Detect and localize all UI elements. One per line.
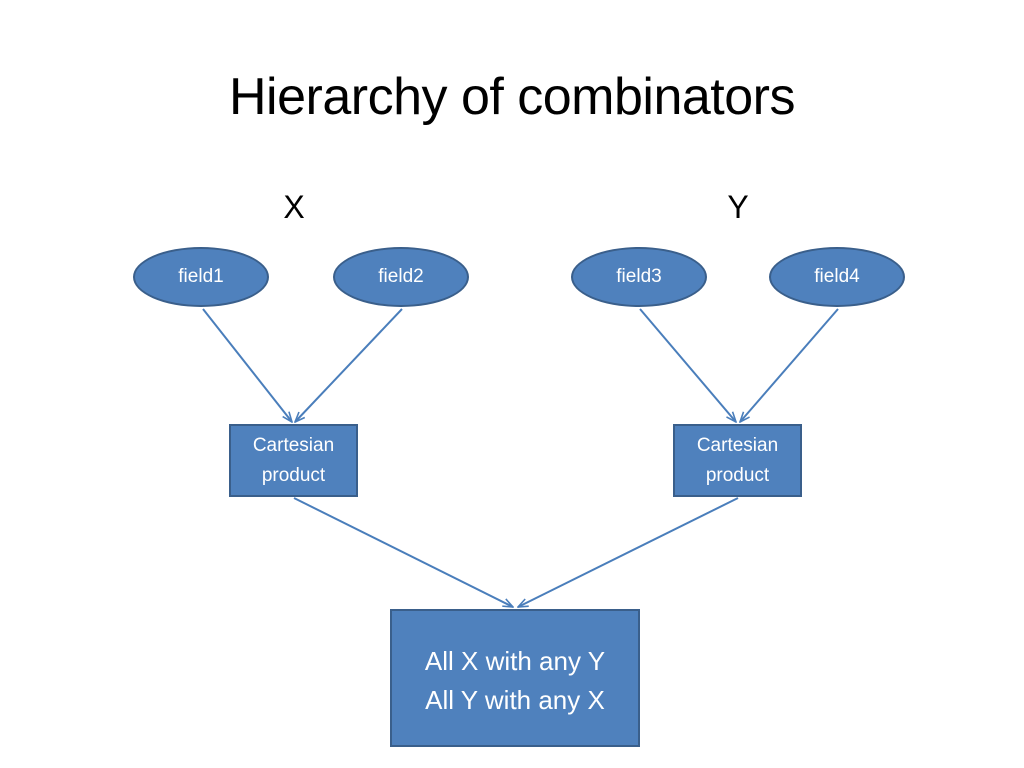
field1-node: field1 (133, 247, 269, 307)
result-box: All X with any Y All Y with any X (390, 609, 640, 747)
arrow-cartesian-right-to-result (518, 497, 739, 607)
cartesian-right-line2: product (705, 464, 770, 486)
result-line2: All Y with any X (425, 685, 605, 715)
arrow-field3-to-cartesian-right (639, 308, 736, 422)
group-label-y: Y (727, 189, 749, 225)
group-label-x: X (283, 189, 305, 225)
field2-node: field2 (333, 247, 469, 307)
cartesian-right-line1: Cartesian (696, 434, 779, 456)
arrow-cartesian-left-to-result (293, 497, 513, 607)
cartesian-product-right-box: Cartesian product (673, 424, 802, 497)
arrow-field4-to-cartesian-right (740, 308, 839, 422)
field3-node: field3 (571, 247, 707, 307)
field4-node: field4 (769, 247, 905, 307)
cartesian-left-line1: Cartesian (252, 434, 335, 456)
cartesian-left-line2: product (261, 464, 326, 486)
slide-title: Hierarchy of combinators (229, 68, 796, 126)
result-line1: All X with any Y (424, 646, 606, 676)
arrow-field1-to-cartesian-left (202, 308, 292, 422)
arrow-field2-to-cartesian-left (295, 308, 403, 422)
cartesian-product-left-box: Cartesian product (229, 424, 358, 497)
